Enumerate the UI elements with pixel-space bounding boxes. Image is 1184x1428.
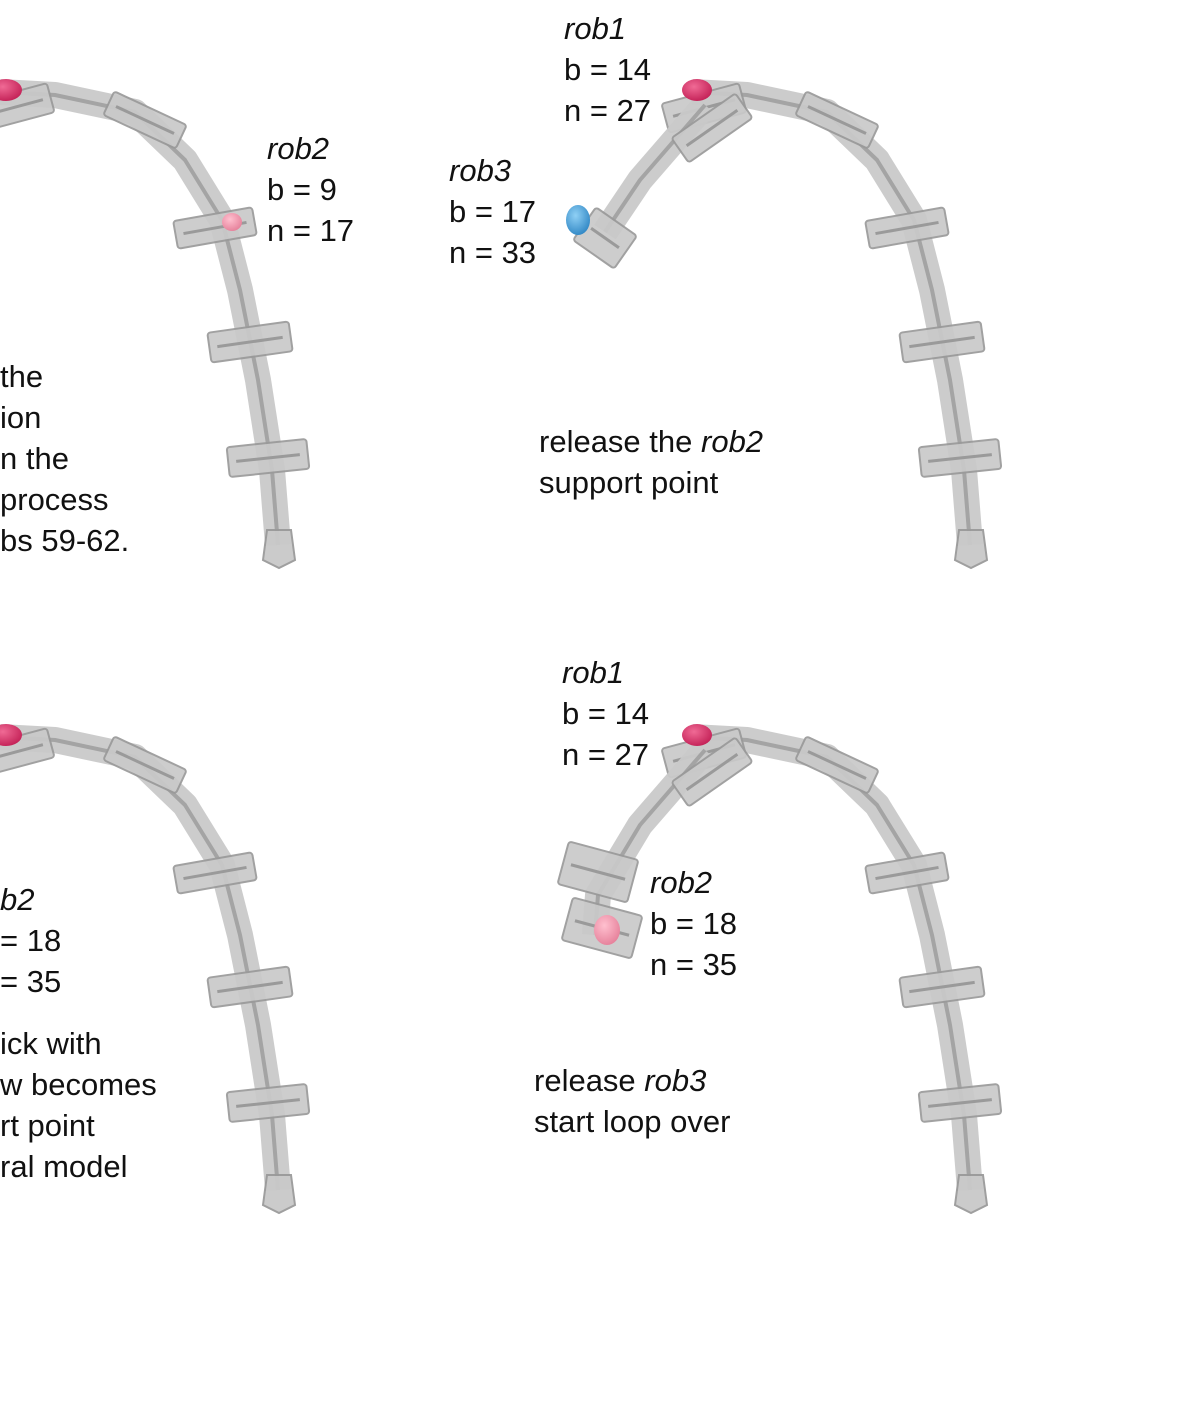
structure-block-groove (0, 743, 44, 763)
caption-top-right: release the rob2 support point (539, 421, 763, 503)
caption-robot: rob3 (644, 1063, 707, 1098)
structure-block-groove (217, 980, 283, 994)
robot-b-value: b = 18 (650, 906, 738, 941)
robot-label-rob1-top-right: rob1 b = 14 n = 27 (564, 8, 651, 131)
structure-block-groove (570, 863, 626, 881)
robot-label-rob2-bottom-right: rob2 b = 18 n = 35 (650, 862, 737, 985)
robot-label-rob2-top-left: rob2 b = 9 n = 17 (267, 128, 354, 251)
structure-block-groove (928, 1098, 992, 1108)
robot-rob1-red (682, 724, 712, 746)
caption-robot: rob2 (701, 424, 764, 459)
robot-rob3-blue (566, 205, 590, 235)
structure-block-groove (217, 335, 283, 349)
structure-block-groove (115, 750, 175, 780)
caption-line: ral model (0, 1149, 128, 1184)
robot-n-value: n = 33 (449, 235, 537, 270)
robot-b-value: b = 17 (449, 194, 537, 229)
robot-name: rob1 (564, 11, 627, 46)
structure-block-groove (236, 453, 300, 463)
robot-name: rob2 (267, 131, 330, 166)
structure-tip (953, 1174, 989, 1215)
caption-bottom-right: release rob3 start loop over (534, 1060, 730, 1142)
structure-block-groove (909, 980, 975, 994)
robot-b-value: = 18 (0, 923, 62, 958)
structure-block-groove (183, 865, 247, 881)
caption-line: rt point (0, 1108, 95, 1143)
structure-block-groove (928, 453, 992, 463)
structure-block-groove (236, 1098, 300, 1108)
structure-block-groove (807, 750, 867, 780)
structure-block-groove (590, 227, 620, 249)
robot-n-value: n = 35 (650, 947, 738, 982)
structure-block-groove (115, 105, 175, 135)
robot-label-rob2-bottom-left: b2 = 18 = 35 (0, 879, 61, 1002)
structure-tip (261, 1174, 297, 1215)
robot-n-value: n = 27 (562, 737, 650, 772)
robot-label-rob3-top-right: rob3 b = 17 n = 33 (449, 150, 536, 273)
robot-name: rob3 (449, 153, 512, 188)
robot-b-value: b = 14 (562, 696, 650, 731)
caption-line: release the rob2 (539, 421, 763, 462)
structure-block-groove (0, 98, 44, 118)
structure-block-groove (875, 865, 939, 881)
robot-rob1-red (0, 724, 22, 746)
robot-rob2-pink (594, 915, 620, 945)
structure-block-groove (909, 335, 975, 349)
structure-block-groove (685, 752, 739, 792)
caption-line: process (0, 482, 109, 517)
caption-text: release (534, 1063, 645, 1098)
robot-label-rob1-bottom-right: rob1 b = 14 n = 27 (562, 652, 649, 775)
caption-line: start loop over (534, 1104, 731, 1139)
caption-line: ick with (0, 1026, 102, 1061)
structure-block-groove (807, 105, 867, 135)
robot-name: b2 (0, 882, 35, 917)
caption-line: ion (0, 400, 42, 435)
caption-line: support point (539, 465, 719, 500)
robot-n-value: n = 27 (564, 93, 652, 128)
caption-text: release the (539, 424, 701, 459)
caption-line: bs 59-62. (0, 523, 130, 558)
robot-b-value: b = 9 (267, 172, 337, 207)
robot-name: rob2 (650, 865, 713, 900)
caption-line: n the (0, 441, 69, 476)
robot-rob2-pink (222, 213, 242, 231)
structure-block-groove (875, 220, 939, 236)
robot-n-value: n = 17 (267, 213, 355, 248)
robot-rob1-red (0, 79, 22, 101)
structure-tip (953, 529, 989, 570)
structure-tip (261, 529, 297, 570)
caption-line: the (0, 359, 44, 394)
structure-block-groove (685, 108, 739, 148)
caption-line: w becomes (0, 1067, 157, 1102)
caption-top-left: the ion n the process bs 59-62. (0, 356, 129, 561)
caption-bottom-left: ick with w becomes rt point ral model (0, 1023, 157, 1187)
robot-name: rob1 (562, 655, 625, 690)
robot-n-value: = 35 (0, 964, 62, 999)
robot-b-value: b = 14 (564, 52, 652, 87)
caption-line: release rob3 (534, 1060, 730, 1101)
robot-rob1-red (682, 79, 712, 101)
